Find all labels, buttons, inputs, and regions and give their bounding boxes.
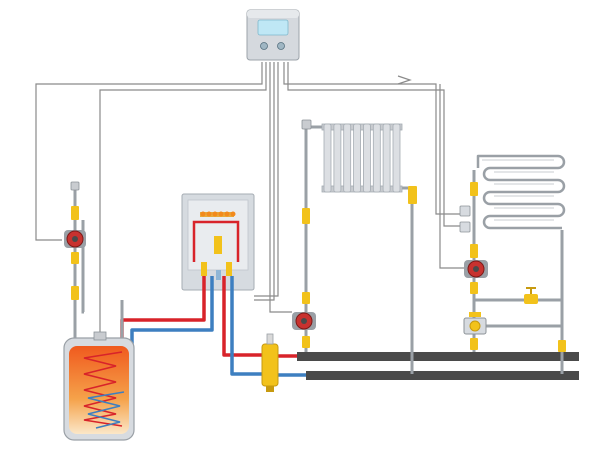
controller-knob-right[interactable] bbox=[277, 42, 285, 50]
floor-valve-bottom bbox=[470, 338, 478, 350]
controller-screen bbox=[257, 19, 289, 36]
wire-to-floor-circuit-b bbox=[287, 62, 460, 227]
tank-valve-lower bbox=[71, 252, 79, 264]
tank-coil-cold-pipe bbox=[130, 276, 214, 346]
wire-to-boiler-b bbox=[254, 62, 279, 297]
boiler bbox=[181, 193, 255, 291]
wire-to-radiator-pump bbox=[269, 62, 292, 313]
floor-bypass-valve-icon bbox=[524, 287, 538, 304]
radiator-fin bbox=[362, 123, 371, 193]
radiator-fin bbox=[333, 123, 342, 193]
wire-to-boiler-a bbox=[254, 62, 275, 301]
underfloor-circuit bbox=[459, 154, 566, 374]
radiator-circuit bbox=[292, 119, 417, 374]
radiator-return-pipe bbox=[398, 186, 414, 374]
tank-circuit-pipe-right bbox=[81, 220, 85, 314]
tank-valve-bottom bbox=[71, 286, 79, 300]
boiler-control-valve bbox=[214, 236, 222, 254]
floor-valve-upper bbox=[470, 182, 478, 196]
hydraulic-separator-icon bbox=[261, 333, 279, 392]
controller bbox=[246, 9, 300, 61]
radiator-fin bbox=[343, 123, 352, 193]
manifold-return-pipe bbox=[306, 371, 579, 380]
floor-circuit-pump bbox=[464, 260, 488, 278]
boiler-heat-exchanger bbox=[192, 220, 240, 262]
radiator-valve-lower bbox=[302, 336, 310, 348]
radiator-fin bbox=[353, 123, 362, 193]
radiator-fin bbox=[372, 123, 381, 193]
floor-valve-lower bbox=[470, 282, 478, 294]
radiator-valve-upper bbox=[302, 208, 310, 224]
underfloor-coil-icon bbox=[476, 154, 566, 230]
tank-circuit-pump bbox=[64, 230, 86, 248]
control-wires bbox=[35, 62, 464, 342]
boiler-flames-icon bbox=[200, 211, 236, 217]
radiator-fin bbox=[323, 123, 332, 193]
wire-outdoor-sensor bbox=[397, 75, 412, 85]
boiler-return-pipe bbox=[230, 276, 262, 376]
wire-to-tank-pump bbox=[35, 62, 263, 241]
wire-to-floor-pump bbox=[439, 84, 464, 269]
tank-valve-upper bbox=[71, 206, 79, 220]
manifold-supply-pipe bbox=[297, 352, 579, 361]
radiator-fin bbox=[382, 123, 391, 193]
controller-knob-left[interactable] bbox=[260, 42, 268, 50]
tank-heating-coil bbox=[83, 351, 123, 427]
tank-heating-coil-return bbox=[87, 391, 125, 429]
boiler-supply-pipe bbox=[222, 276, 262, 357]
wire-to-tank-sensor bbox=[99, 62, 267, 342]
radiator-icon bbox=[321, 123, 403, 193]
floor-return-valve bbox=[558, 340, 566, 352]
floor-valve-mid bbox=[470, 244, 478, 258]
three-way-valve-icon bbox=[463, 312, 487, 335]
floor-thermostat-b bbox=[459, 221, 471, 233]
radiator-circuit-pump bbox=[292, 312, 316, 330]
radiator-return-valve bbox=[408, 186, 417, 204]
hot-water-cylinder-icon bbox=[63, 331, 135, 441]
manifold bbox=[297, 352, 579, 380]
radiator-valve-mid bbox=[302, 292, 310, 304]
floor-thermostat-a bbox=[459, 205, 471, 217]
tank-circuit bbox=[64, 181, 124, 340]
radiator-fin bbox=[392, 123, 401, 193]
